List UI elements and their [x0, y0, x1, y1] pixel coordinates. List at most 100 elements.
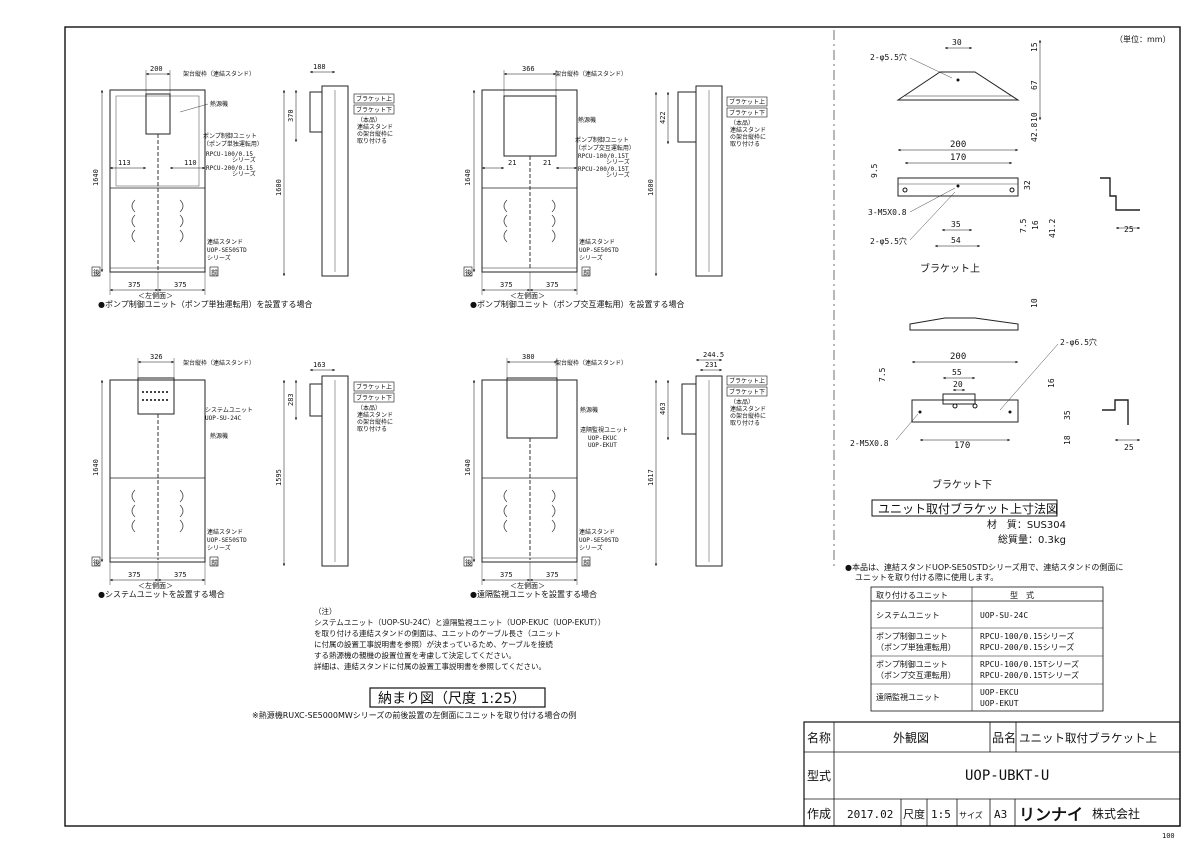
scale-label: 尺度: [903, 807, 925, 821]
rear-label: 後: [93, 268, 100, 277]
ctrl-unit-sub: （ポンプ交互運転用）: [575, 144, 635, 152]
unit-note: （単位：mm）: [1115, 34, 1171, 44]
heater-label: 熱源機: [578, 116, 596, 124]
table-header: 型 式: [1010, 590, 1034, 600]
heater-label: 熱源機: [580, 406, 598, 414]
table-header: 取り付けるユニット: [876, 590, 948, 600]
stand-frame-label: 架台縦枠（連結スタンド）: [183, 70, 255, 78]
note-line: （本品）: [730, 398, 754, 406]
dim-200: 200: [950, 352, 966, 362]
rear-label: 後: [93, 558, 100, 567]
name-label: 名称: [807, 730, 831, 745]
bracket-top-label: ブラケット上: [729, 377, 765, 385]
size-value: A3: [994, 808, 1007, 821]
dim-200: 200: [950, 140, 966, 150]
dim-326: 326: [150, 353, 163, 361]
note-line: 詳細は、連結スタンドに付属の設置工事説明書を参照してください。: [314, 661, 546, 671]
dim-7-5: 7.5: [1019, 218, 1028, 233]
dim-10: 10: [1030, 298, 1039, 308]
rear-label: 後: [465, 268, 472, 277]
dim-1640: 1640: [92, 169, 100, 186]
dim-170: 170: [954, 441, 970, 451]
note-line: の架台縦枠に: [357, 418, 393, 426]
view-label: ＜左側面＞: [138, 581, 173, 590]
dim-231: 231: [705, 361, 718, 369]
created-label: 作成: [807, 807, 831, 821]
bracket-top-drawing: 30 2-φ5.5穴 15 67 10 42.8 200 170 9.5 32 …: [868, 38, 1140, 275]
dim-283: 283: [287, 393, 295, 406]
dim-21: 21: [508, 159, 516, 167]
table-cell: （ポンプ単独運転用）: [876, 642, 956, 652]
dim-25: 25: [1124, 225, 1134, 234]
stand-series: シリーズ: [207, 544, 231, 552]
dim-366: 366: [522, 65, 535, 73]
dim-16: 16: [1047, 378, 1056, 388]
dim-32: 32: [1023, 180, 1032, 190]
dim-463: 463: [659, 402, 667, 415]
dim-16: 16: [1031, 220, 1040, 230]
note-line: （本品）: [730, 119, 754, 127]
note-line: の架台縦枠に: [357, 130, 393, 138]
dim-375: 375: [546, 281, 559, 289]
ctrl-model-2: RPCU-200/0.15T: [578, 166, 629, 173]
size-label: サイズ: [959, 810, 983, 820]
table-cell: ポンプ制御ユニット: [876, 631, 948, 641]
monitor-unit-label: 遠隔監視ユニット: [580, 426, 628, 434]
dim-1600: 1600: [275, 179, 283, 196]
note-line: 取り付ける: [730, 140, 760, 148]
series-label: シリーズ: [232, 170, 256, 178]
notes-block: （注） システムユニット（UOP-SU-24C）と遠隔監視ユニット（UOP-EK…: [314, 606, 605, 671]
screw-spec: 3-M5X0.8: [868, 208, 907, 217]
bracket-bottom-label: ブラケット下: [356, 106, 392, 114]
dim-244-5: 244.5: [703, 351, 724, 359]
stand-label: 連結スタンド: [579, 238, 615, 246]
stand-label: 連結スタンド: [579, 528, 615, 536]
dim-21: 21: [543, 159, 551, 167]
dim-380: 380: [522, 353, 535, 361]
dim-113: 113: [118, 159, 131, 167]
dim-35: 35: [951, 220, 961, 229]
drawing-caption: ●ポンプ制御ユニット（ポンプ交互運転用）を設置する場合: [470, 299, 685, 309]
model-label: 型式: [807, 769, 831, 783]
dim-18: 18: [1063, 435, 1072, 445]
dim-1640: 1640: [464, 169, 472, 186]
dim-1617: 1617: [647, 469, 655, 486]
product-note: ●本品は、連結スタンドUOP-SE50STDシリーズ用で、連結スタンドの側面に: [845, 562, 1123, 572]
view-label: ＜左側面＞: [138, 291, 173, 300]
heater-label: 熱源機: [210, 100, 228, 108]
note-line: 連結スタンド: [730, 126, 766, 134]
dim-title: ユニット取付ブラケット上寸法図: [878, 501, 1058, 516]
table-cell: ポンプ制御ユニット: [876, 659, 948, 669]
scale-value: 1:5: [931, 808, 951, 821]
note-line: を取り付ける連結スタンドの側面は、ユニットのケーブル長さ（ユニット: [314, 628, 561, 638]
dim-20: 20: [953, 380, 963, 389]
table-cell: RPCU-100/0.15Tシリーズ: [980, 659, 1079, 669]
table-cell: システムユニット: [876, 611, 940, 620]
table-cell: UOP-EKUT: [980, 699, 1019, 708]
drawing-3: 375 375 326 1640 後 前 架台縦枠（連結スタンド） システムユニ…: [91, 353, 395, 599]
dim-200: 200: [150, 65, 163, 73]
front-label: 前: [583, 558, 590, 567]
item-value: ユニット取付ブラケット上: [1019, 731, 1157, 745]
dim-170: 170: [950, 153, 966, 163]
monitor-model-2: UOP-EKUT: [588, 442, 617, 449]
stand-model: UOP-SE50STD: [579, 247, 619, 254]
stand-frame-label: 架台縦枠（連結スタンド）: [183, 359, 255, 367]
sheet-number: 100: [1162, 832, 1175, 840]
dim-375: 375: [546, 571, 559, 579]
note-line: 連結スタンド: [357, 411, 393, 419]
note-line: 連結スタンド: [730, 405, 766, 413]
table-cell: RPCU-200/0.15シリーズ: [980, 642, 1074, 652]
note-head: （注）: [314, 606, 337, 616]
fit-title: 納まり図（尺度 1:25）: [378, 691, 526, 707]
note-line: の架台縦枠に: [730, 412, 766, 420]
dim-370: 370: [287, 109, 295, 122]
bracket-top-label: ブラケット上: [729, 98, 765, 106]
front-label: 前: [211, 558, 218, 567]
table-cell: UOP-SU-24C: [980, 611, 1028, 620]
note-line: システムユニット（UOP-SU-24C）と遠隔監視ユニット（UOP-EKUC（U…: [314, 617, 605, 627]
front-label: 前: [211, 268, 218, 277]
stand-model: UOP-SE50STD: [207, 537, 247, 544]
